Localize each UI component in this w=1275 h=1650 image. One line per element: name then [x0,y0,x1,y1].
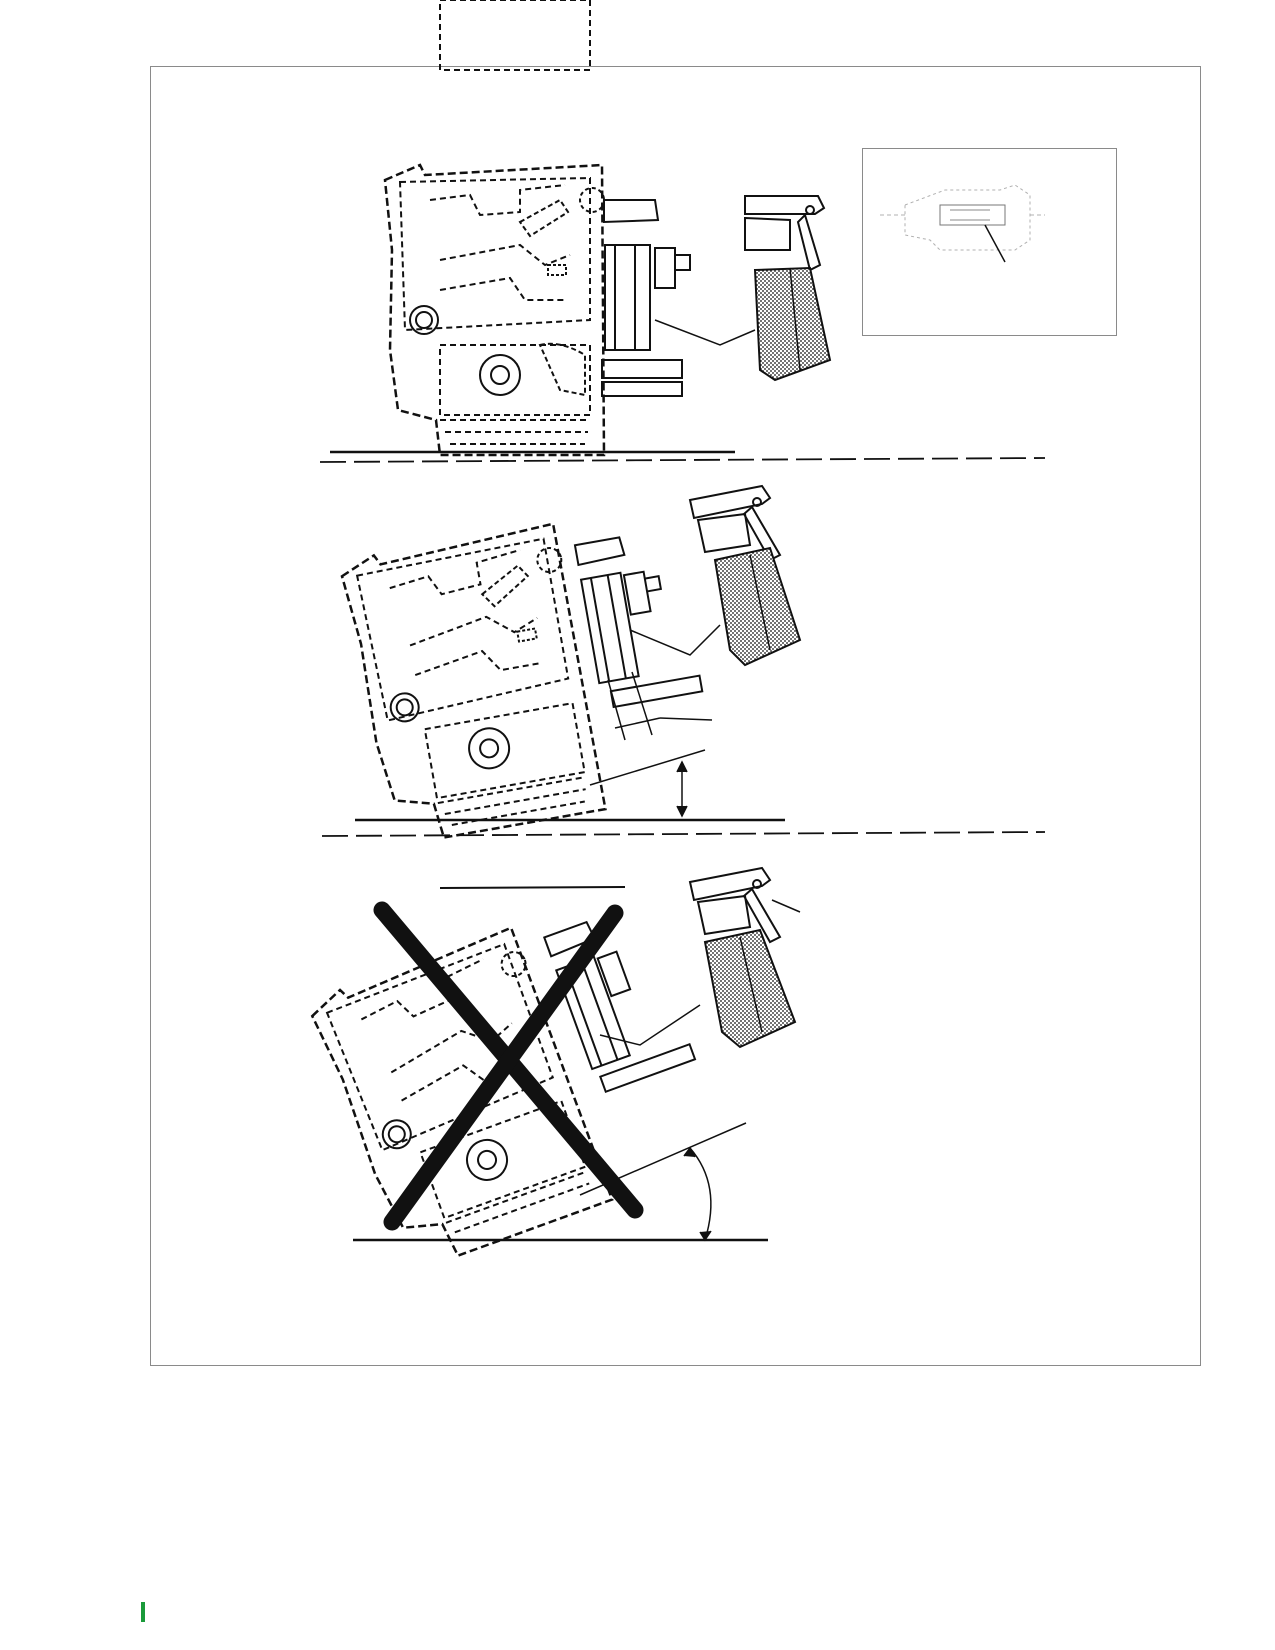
bracket-over-tilted [542,920,697,1094]
leader-line-level [654,319,756,346]
panel-level [319,0,1046,463]
clearance-dimension [607,671,713,741]
page-margin-marker [141,1602,145,1622]
sensor-probe-level [744,195,832,382]
panel-divider-1 [319,457,1046,463]
bracket-level [601,199,691,397]
incorrect-cross-mark [373,901,644,1231]
tilt-angle-indicator [589,749,706,818]
inset-detail-drawing [880,184,1045,263]
probe-tilted [688,484,802,667]
panel-over-tilted [310,866,801,1258]
panel-divider-2 [321,831,1046,837]
probe-over-tilted [688,866,801,1049]
housing-level [383,0,606,457]
bracket-tilted [573,536,704,709]
detail-inset-box [862,148,1117,336]
leader-line-over-tilted [599,1004,701,1046]
housing-tilted [340,522,607,839]
panel-tilted [321,484,1046,839]
leader-line-tilted [629,624,721,656]
